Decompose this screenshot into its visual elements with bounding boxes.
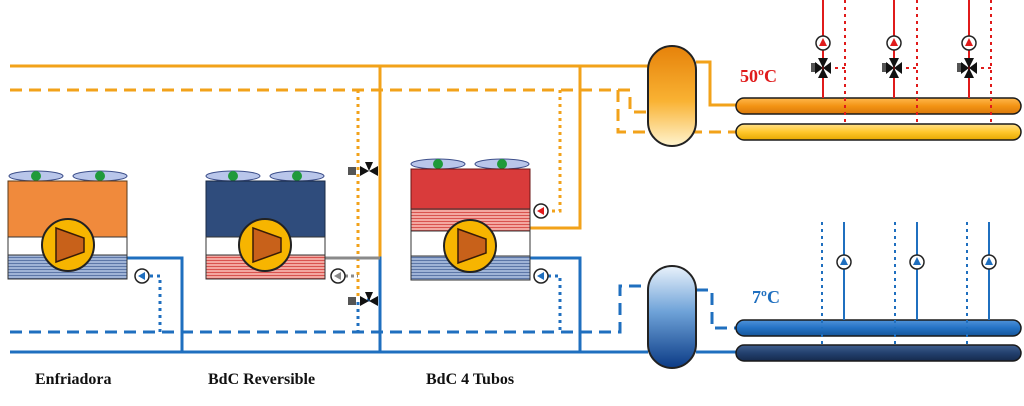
pump-icon bbox=[886, 35, 902, 51]
manifold-icon bbox=[735, 319, 1022, 362]
unit-bdc-reversible bbox=[205, 170, 326, 280]
pump-icon bbox=[961, 35, 977, 51]
pump-icon bbox=[815, 35, 831, 51]
three-way-valve-icon bbox=[957, 58, 977, 78]
manifold-icon bbox=[735, 97, 1022, 141]
hot-return-pipe bbox=[10, 88, 740, 134]
hot-supply-pipe bbox=[10, 60, 740, 258]
unit-enfriadora bbox=[7, 170, 128, 280]
buffer-tank-icon bbox=[647, 45, 697, 147]
fan-icon bbox=[205, 170, 325, 182]
cold-temperature-label: 7ºC bbox=[752, 287, 780, 307]
fan-icon bbox=[410, 158, 530, 170]
hot-temperature-label: 50ºC bbox=[740, 66, 777, 86]
fan-icon bbox=[8, 170, 128, 182]
three-way-valve-icon bbox=[811, 58, 831, 78]
compressor-icon bbox=[238, 218, 292, 272]
pump-icon bbox=[981, 254, 997, 270]
buffer-tank-icon bbox=[647, 265, 697, 369]
pump-icon bbox=[533, 268, 549, 284]
pump-icon bbox=[836, 254, 852, 270]
cold-return-pipe bbox=[10, 284, 740, 334]
three-way-valve-icon bbox=[882, 58, 902, 78]
unit-label-enfriadora: Enfriadora bbox=[35, 371, 112, 388]
pump-icon bbox=[330, 268, 346, 284]
unit-label-bdc-reversible: BdC Reversible bbox=[208, 371, 316, 388]
unit-bdc-4-tubos bbox=[410, 158, 531, 281]
pump-icon bbox=[909, 254, 925, 270]
unit-label-bdc-4-tubos: BdC 4 Tubos bbox=[426, 371, 515, 388]
compressor-icon bbox=[41, 218, 95, 272]
three-way-valve-icon bbox=[348, 292, 378, 306]
pump-icon bbox=[134, 268, 150, 284]
pump-icon bbox=[533, 203, 549, 219]
cold-branch-dotted bbox=[150, 274, 562, 332]
three-way-valve-icon bbox=[348, 162, 378, 176]
compressor-icon bbox=[443, 219, 497, 273]
hot-branch-dotted bbox=[356, 90, 562, 300]
cold-consumer-branches bbox=[821, 222, 990, 345]
